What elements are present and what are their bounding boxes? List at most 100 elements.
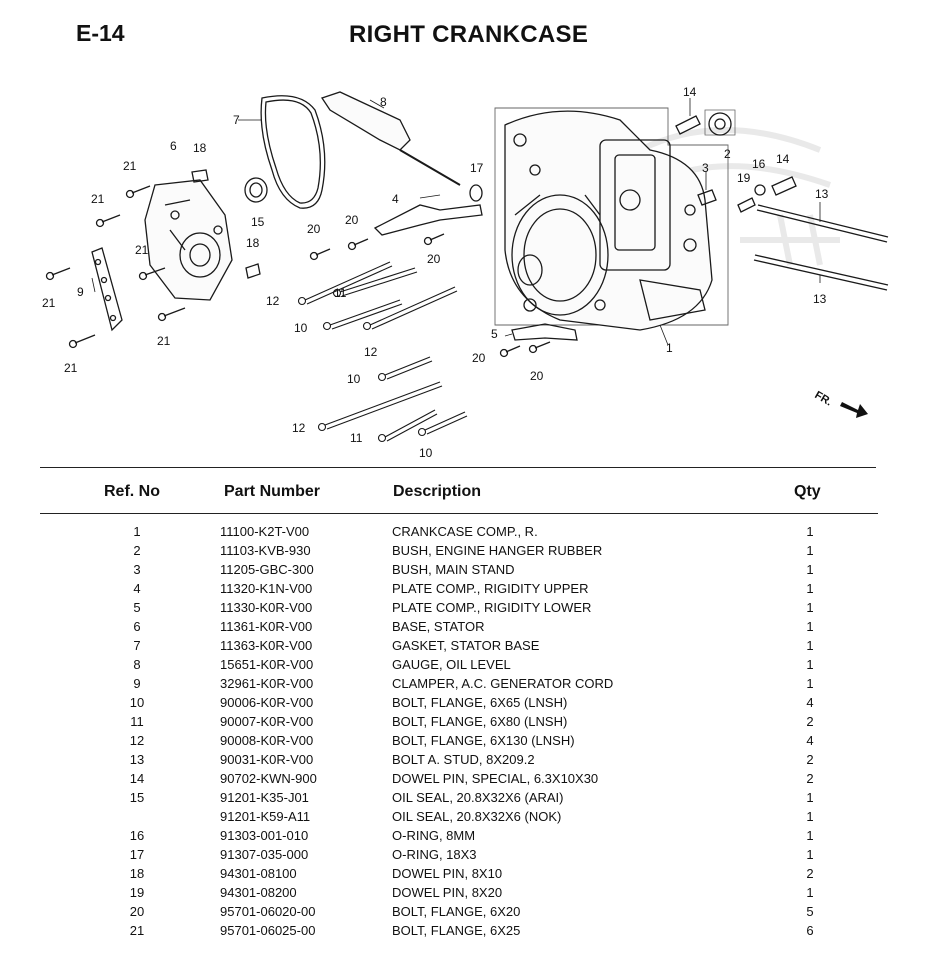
qty-cell: 1 — [806, 809, 814, 824]
table-row: 18 94301-08100 DOWEL PIN, 8X10 2 — [0, 864, 926, 883]
part-number-cell: 11103-KVB-930 — [220, 543, 311, 558]
description-cell: BASE, STATOR — [392, 619, 485, 634]
callout-16: 16 — [752, 157, 766, 171]
callout-2: 2 — [724, 147, 731, 161]
callout-12b: 12 — [364, 345, 378, 359]
description-cell: O-RING, 8MM — [392, 828, 476, 843]
front-label: FR. — [813, 389, 834, 408]
callout-21e: 21 — [157, 334, 171, 348]
qty-cell: 1 — [806, 657, 814, 672]
exploded-parts-diagram: 1 2 3 4 5 6 7 8 9 10 10 10 11 11 12 12 1… — [42, 85, 889, 460]
part-number-cell: 94301-08100 — [220, 866, 297, 881]
callout-13a: 13 — [815, 187, 829, 201]
description-cell: DOWEL PIN, 8X20 — [392, 885, 503, 900]
ref-cell: 3 — [133, 562, 141, 577]
leader-lines — [91, 98, 821, 346]
description-cell: DOWEL PIN, 8X10 — [392, 866, 503, 881]
ref-cell: 16 — [129, 828, 145, 843]
qty-cell: 2 — [806, 771, 814, 786]
ref-cell: 15 — [129, 790, 145, 805]
callout-11a: 11 — [334, 286, 347, 300]
part-number-cell: 90031-K0R-V00 — [220, 752, 314, 767]
description-cell: CLAMPER, A.C. GENERATOR CORD — [392, 676, 614, 691]
callout-4: 4 — [392, 192, 399, 206]
callout-15: 15 — [251, 215, 265, 229]
description-cell: BOLT A. STUD, 8X209.2 — [392, 752, 535, 767]
qty-cell: 1 — [806, 562, 814, 577]
ref-cell: 6 — [133, 619, 141, 634]
part-number-cell: 32961-K0R-V00 — [220, 676, 314, 691]
callout-8: 8 — [380, 95, 387, 109]
callout-5: 5 — [491, 327, 498, 341]
description-cell: O-RING, 18X3 — [392, 847, 477, 862]
qty-cell: 2 — [806, 866, 814, 881]
part-number-cell: 11363-K0R-V00 — [220, 638, 313, 653]
page-title: RIGHT CRANKCASE — [349, 21, 589, 48]
callout-12c: 12 — [292, 421, 306, 435]
callout-11b: 11 — [350, 431, 363, 445]
ref-cell: 18 — [129, 866, 145, 881]
ref-cell: 2 — [133, 543, 141, 558]
callout-1: 1 — [666, 341, 673, 355]
ref-cell: 7 — [133, 638, 141, 653]
part-number-cell: 94301-08200 — [220, 885, 297, 900]
description-cell: BOLT, FLANGE, 6X25 — [392, 923, 521, 938]
part-number-cell: 90007-K0R-V00 — [220, 714, 314, 729]
callout-numbers: 1 2 3 4 5 6 7 8 9 10 10 10 11 11 12 12 1… — [42, 85, 829, 460]
qty-cell: 6 — [806, 923, 814, 938]
callout-12a: 12 — [266, 294, 280, 308]
table-header-rule — [40, 513, 878, 514]
description-cell: DOWEL PIN, SPECIAL, 6.3X10X30 — [392, 771, 599, 786]
description-cell: BOLT, FLANGE, 6X20 — [392, 904, 521, 919]
header-qty: Qty — [794, 483, 821, 500]
part-number-cell: 91201-K35-J01 — [220, 790, 309, 805]
callout-7: 7 — [233, 113, 240, 127]
ref-cell: 5 — [133, 600, 141, 615]
ref-cell: 19 — [129, 885, 145, 900]
callout-20e: 20 — [530, 369, 544, 383]
ref-cell: 12 — [129, 733, 145, 748]
callout-10b: 10 — [347, 372, 361, 386]
oil-seal-part — [244, 177, 268, 203]
front-direction-arrow: FR. — [813, 389, 868, 418]
qty-cell: 1 — [806, 581, 814, 596]
ref-cell: 8 — [133, 657, 141, 672]
qty-cell: 1 — [806, 847, 814, 862]
description-cell: BUSH, MAIN STAND — [392, 562, 515, 577]
callout-13b: 13 — [813, 292, 827, 306]
ref-cell: 20 — [129, 904, 145, 919]
table-row: 3 11205-GBC-300 BUSH, MAIN STAND 1 — [0, 560, 926, 579]
qty-cell: 1 — [806, 619, 814, 634]
part-number-cell: 90006-K0R-V00 — [220, 695, 314, 710]
callout-20b: 20 — [345, 213, 359, 227]
part-number-cell: 91303-001-010 — [220, 828, 309, 843]
rigidity-plate-lower — [511, 323, 578, 341]
callout-21a: 21 — [123, 159, 137, 173]
callout-18b: 18 — [246, 236, 260, 250]
part-number-cell: 95701-06020-00 — [220, 904, 316, 919]
ref-cell: 21 — [129, 923, 145, 938]
qty-cell: 2 — [806, 714, 814, 729]
qty-cell: 1 — [806, 676, 814, 691]
part-number-cell: 95701-06025-00 — [220, 923, 316, 938]
part-number-cell: 11205-GBC-300 — [220, 562, 314, 577]
description-cell: OIL SEAL, 20.8X32X6 (NOK) — [392, 809, 562, 824]
ref-cell: 11 — [130, 714, 144, 729]
qty-cell: 1 — [806, 543, 814, 558]
callout-10a: 10 — [294, 321, 308, 335]
header-description: Description — [393, 483, 482, 500]
callout-3: 3 — [702, 161, 709, 175]
callout-9: 9 — [77, 285, 84, 299]
part-number-cell: 90008-K0R-V00 — [220, 733, 314, 748]
qty-cell: 1 — [806, 638, 814, 653]
